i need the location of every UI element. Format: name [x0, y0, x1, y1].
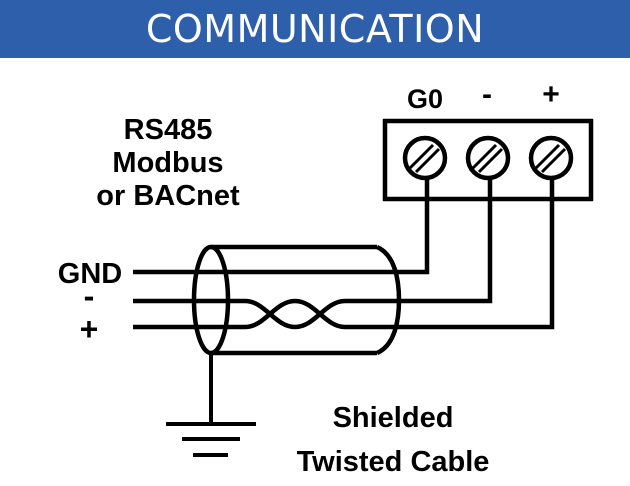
protocol-label-line3: or BACnet [96, 180, 240, 212]
screw-terminal-plus [528, 135, 574, 181]
wire-label-minus: - [84, 278, 95, 314]
terminal-label-g0: G0 [407, 84, 443, 114]
screw-terminal-minus [465, 135, 511, 181]
terminal-label-plus: + [542, 78, 560, 111]
cable-label-line1: Shielded [333, 402, 454, 434]
wire-minus [133, 178, 493, 330]
wire-gnd [133, 178, 430, 275]
header-title: COMMUNICATION [145, 7, 485, 51]
wire-label-plus: + [80, 311, 99, 347]
screw-terminal-g0 [402, 135, 448, 181]
cable-label-line2: Twisted Cable [297, 446, 490, 478]
wire-plus [133, 178, 555, 330]
protocol-label-line1: RS485 [124, 114, 213, 146]
protocol-label-line2: Modbus [112, 147, 223, 179]
wire-label-gnd: GND [58, 258, 122, 290]
terminal-label-minus: - [482, 78, 492, 111]
ground-icon [166, 353, 256, 457]
section-header: COMMUNICATION [0, 0, 630, 58]
